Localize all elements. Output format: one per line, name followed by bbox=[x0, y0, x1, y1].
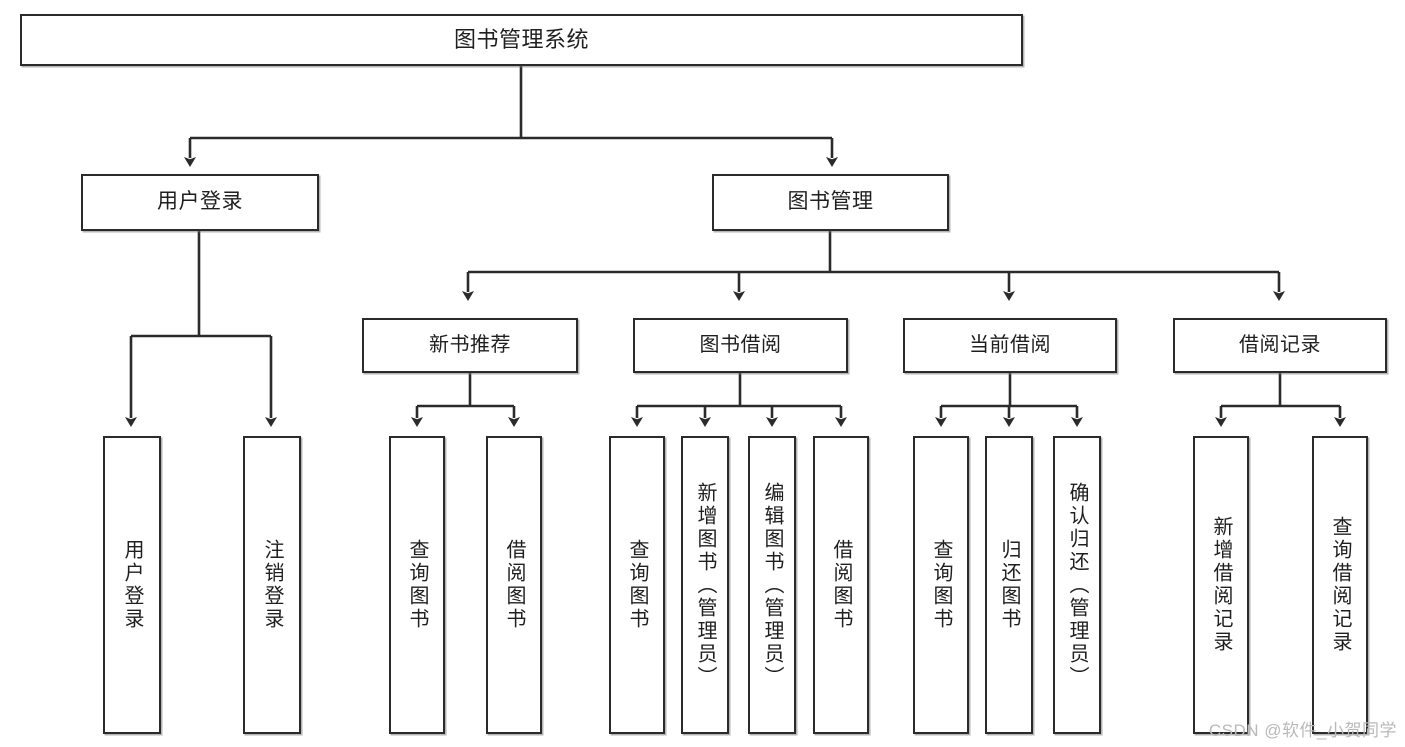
node-book-borrow-label: 图书借阅 bbox=[699, 334, 782, 356]
node-book-borrow[interactable]: 图书借阅 bbox=[633, 318, 848, 373]
leaf-user-login-1-label: 注销登录 bbox=[261, 539, 283, 631]
node-book-manage-label: 图书管理 bbox=[787, 190, 874, 214]
leaf-user-login-0[interactable]: 用户登录 bbox=[103, 436, 161, 734]
leaf-borrow-record-1-label: 查询借阅记录 bbox=[1329, 516, 1351, 654]
node-user-login[interactable]: 用户登录 bbox=[81, 174, 319, 231]
leaf-current-borrow-2-label: 确认归还（管理员） bbox=[1066, 481, 1088, 689]
csdn-watermark: CSDN @软件_小贺同学 bbox=[1208, 721, 1397, 740]
leaf-book-borrow-0-label: 查询图书 bbox=[626, 539, 648, 631]
node-current-borrow-label: 当前借阅 bbox=[969, 334, 1051, 356]
leaf-new-book-rec-0-label: 查询图书 bbox=[406, 539, 428, 631]
leaf-current-borrow-1-label: 归还图书 bbox=[998, 539, 1020, 631]
leaf-borrow-record-0[interactable]: 新增借阅记录 bbox=[1193, 436, 1249, 734]
leaf-new-book-rec-0[interactable]: 查询图书 bbox=[389, 436, 445, 734]
leaf-current-borrow-2[interactable]: 确认归还（管理员） bbox=[1053, 436, 1101, 734]
leaf-book-borrow-3[interactable]: 借阅图书 bbox=[813, 436, 869, 734]
node-book-manage[interactable]: 图书管理 bbox=[712, 174, 949, 231]
node-user-login-label: 用户登录 bbox=[157, 190, 243, 214]
node-borrow-record[interactable]: 借阅记录 bbox=[1173, 318, 1387, 373]
leaf-borrow-record-0-label: 新增借阅记录 bbox=[1210, 516, 1232, 654]
leaf-current-borrow-0[interactable]: 查询图书 bbox=[913, 436, 969, 734]
leaf-user-login-1[interactable]: 注销登录 bbox=[243, 436, 301, 734]
leaf-current-borrow-1[interactable]: 归还图书 bbox=[985, 436, 1033, 734]
leaf-book-borrow-3-label: 借阅图书 bbox=[830, 539, 852, 631]
leaf-book-borrow-2[interactable]: 编辑图书（管理员） bbox=[748, 436, 796, 734]
node-new-book-recommend-label: 新书推荐 bbox=[429, 334, 511, 356]
leaf-user-login-0-label: 用户登录 bbox=[121, 539, 143, 631]
node-current-borrow[interactable]: 当前借阅 bbox=[903, 318, 1117, 373]
leaf-new-book-rec-1[interactable]: 借阅图书 bbox=[486, 436, 542, 734]
leaf-book-borrow-0[interactable]: 查询图书 bbox=[609, 436, 665, 734]
leaf-book-borrow-2-label: 编辑图书（管理员） bbox=[761, 481, 783, 689]
node-new-book-recommend[interactable]: 新书推荐 bbox=[362, 318, 578, 373]
node-root[interactable]: 图书管理系统 bbox=[20, 14, 1023, 66]
leaf-book-borrow-1-label: 新增图书（管理员） bbox=[694, 481, 716, 689]
leaf-current-borrow-0-label: 查询图书 bbox=[930, 539, 952, 631]
leaf-borrow-record-1[interactable]: 查询借阅记录 bbox=[1312, 436, 1368, 734]
leaf-new-book-rec-1-label: 借阅图书 bbox=[503, 539, 525, 631]
leaf-book-borrow-1[interactable]: 新增图书（管理员） bbox=[681, 436, 729, 734]
node-borrow-record-label: 借阅记录 bbox=[1239, 334, 1321, 356]
node-root-label: 图书管理系统 bbox=[453, 27, 589, 53]
